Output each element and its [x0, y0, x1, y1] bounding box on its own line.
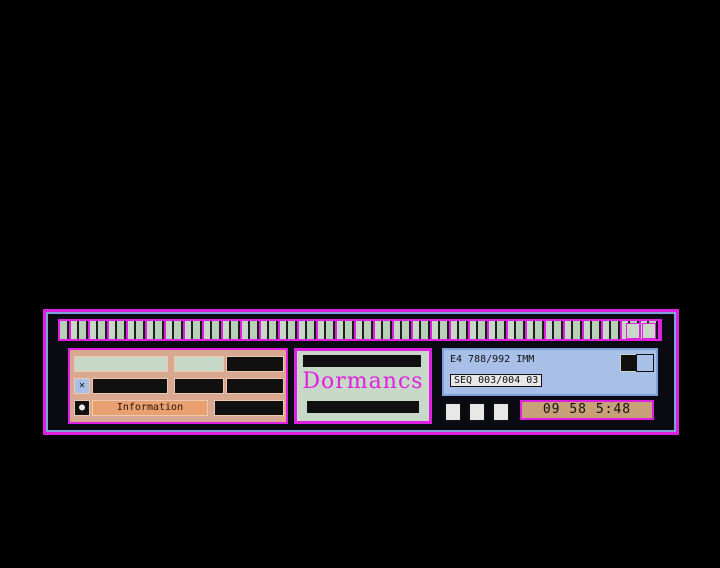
info-panel: E4 788/992 IMM SEQ 003/004 03 [442, 348, 658, 396]
control-field-7[interactable] [214, 400, 284, 416]
control-field-6[interactable] [226, 378, 284, 394]
time-counter: 09 58 5:48 [520, 400, 654, 420]
status-button-2[interactable] [468, 402, 486, 422]
shuffle-icon[interactable]: ✕ [74, 378, 90, 394]
control-field-1[interactable] [74, 356, 168, 372]
display-top-line [303, 355, 421, 367]
control-field-4[interactable] [92, 378, 168, 394]
information-button[interactable]: Information [92, 400, 208, 416]
control-field-2[interactable] [174, 356, 224, 372]
title-bar[interactable] [58, 319, 662, 341]
display-bottom-line [307, 401, 419, 413]
control-field-3[interactable] [226, 356, 284, 372]
status-button-1[interactable] [444, 402, 462, 422]
track-display: Dormancs [294, 348, 432, 424]
settings-icon[interactable] [636, 354, 654, 372]
player-window: ✕ ● Information Dormancs E4 788/992 IMM … [43, 309, 679, 435]
control-panel: ✕ ● Information [68, 348, 288, 424]
info-line-1: E4 788/992 IMM [450, 354, 535, 365]
close-button[interactable] [642, 323, 656, 339]
info-icon[interactable]: ● [74, 400, 90, 416]
status-bar: 09 58 5:48 [442, 400, 658, 422]
info-line-2: SEQ 003/004 03 [450, 374, 543, 387]
display-track-name: Dormancs [302, 369, 424, 394]
minimize-button[interactable] [626, 323, 640, 339]
control-field-5[interactable] [174, 378, 224, 394]
status-button-3[interactable] [492, 402, 510, 422]
